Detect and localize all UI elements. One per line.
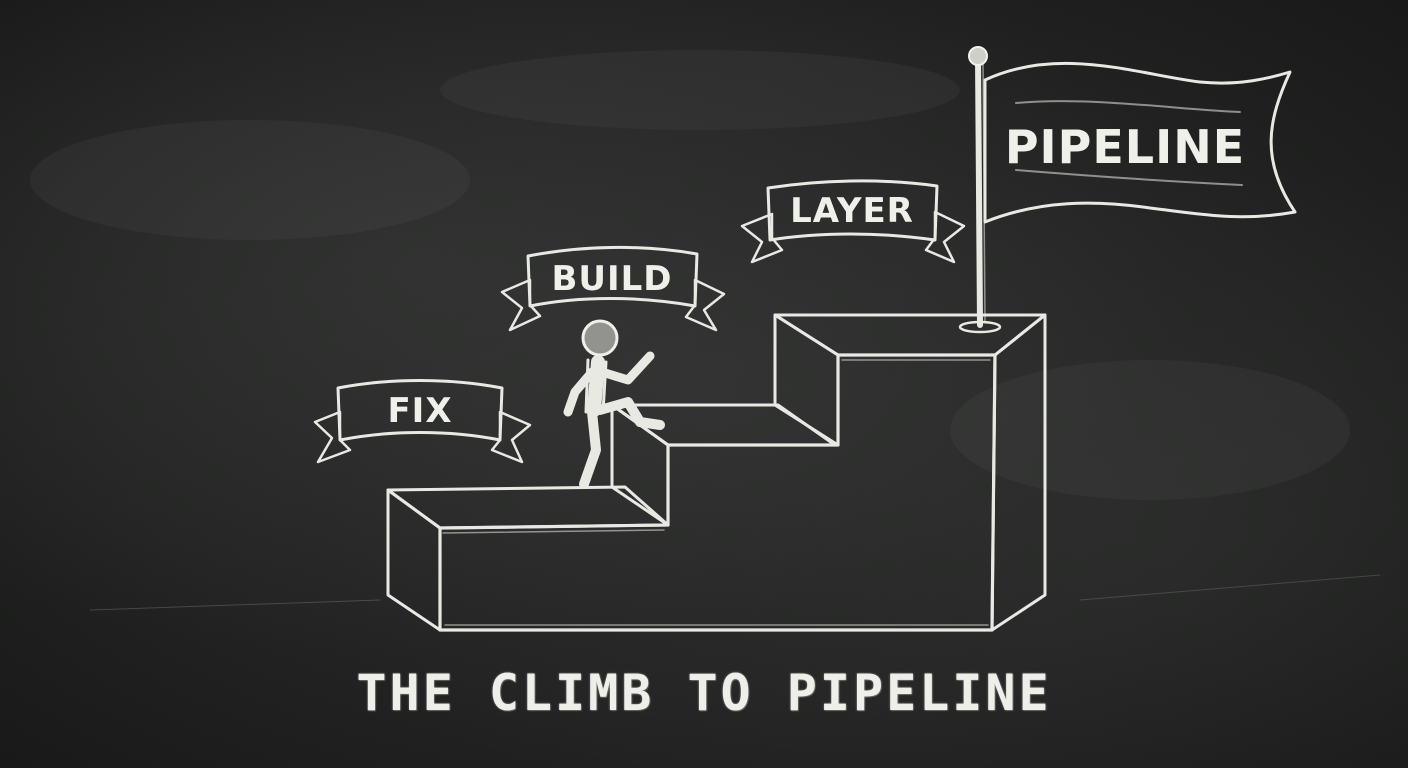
step-3-riser <box>773 313 840 447</box>
climber-leg-front <box>595 397 665 430</box>
flag-banner <box>983 61 1297 224</box>
goal-flag: PIPELINE <box>958 46 1297 334</box>
ribbon-build: BUILD <box>500 245 726 332</box>
climber-arm-back <box>563 367 597 417</box>
flag-pole <box>975 55 983 328</box>
staircase <box>386 313 1047 632</box>
ribbon-fix-label: FIX <box>387 391 452 431</box>
front-outline <box>438 353 997 632</box>
climber-figure <box>563 319 665 489</box>
climber-leg-back <box>579 407 601 489</box>
flag-label: PIPELINE <box>1005 120 1245 174</box>
ribbon-fix: FIX <box>313 379 532 464</box>
climber-arm-front <box>597 351 655 385</box>
ribbon-layer-label: LAYER <box>790 191 914 231</box>
climber-head <box>581 319 619 357</box>
ribbon-layer: LAYER <box>740 179 966 264</box>
board-smudges <box>30 50 1381 611</box>
flag-pole-finial <box>968 46 988 66</box>
climber-torso <box>587 355 605 417</box>
flag-pole-base <box>958 320 1002 334</box>
ribbon-fix-body <box>336 379 504 442</box>
step-1-left-face <box>386 488 442 632</box>
ribbon-build-body <box>526 245 699 308</box>
ribbon-build-label: BUILD <box>551 259 672 299</box>
ribbon-layer-body <box>766 179 939 242</box>
diagram-title: THE CLIMB TO PIPELINE <box>356 664 1052 722</box>
